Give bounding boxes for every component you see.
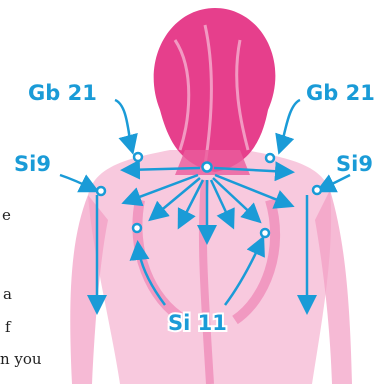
label-gb21-right: Gb 21 — [306, 81, 375, 105]
side-text-fragment-1: e — [2, 206, 11, 224]
arrow-gb21-right — [280, 100, 300, 150]
side-text-fragment-3: f — [5, 318, 11, 336]
point-gb21-left — [134, 153, 142, 161]
label-si9-left: Si9 — [14, 152, 51, 176]
side-text-fragment-2: a — [3, 285, 12, 303]
point-si9-left — [97, 187, 105, 195]
point-center-neck — [203, 163, 212, 172]
side-text-fragment-4: n you — [0, 350, 42, 368]
label-gb21-left: Gb 21 — [28, 81, 97, 105]
point-gb21-right — [266, 154, 274, 162]
arrow-si9-left — [60, 175, 95, 190]
arrow-gb21-left — [115, 100, 132, 150]
label-si11: Si 11 — [168, 311, 227, 335]
point-si9-right — [313, 186, 321, 194]
point-si11-left — [133, 224, 141, 232]
point-si11-right — [261, 229, 269, 237]
label-si9-right: Si9 — [336, 152, 373, 176]
